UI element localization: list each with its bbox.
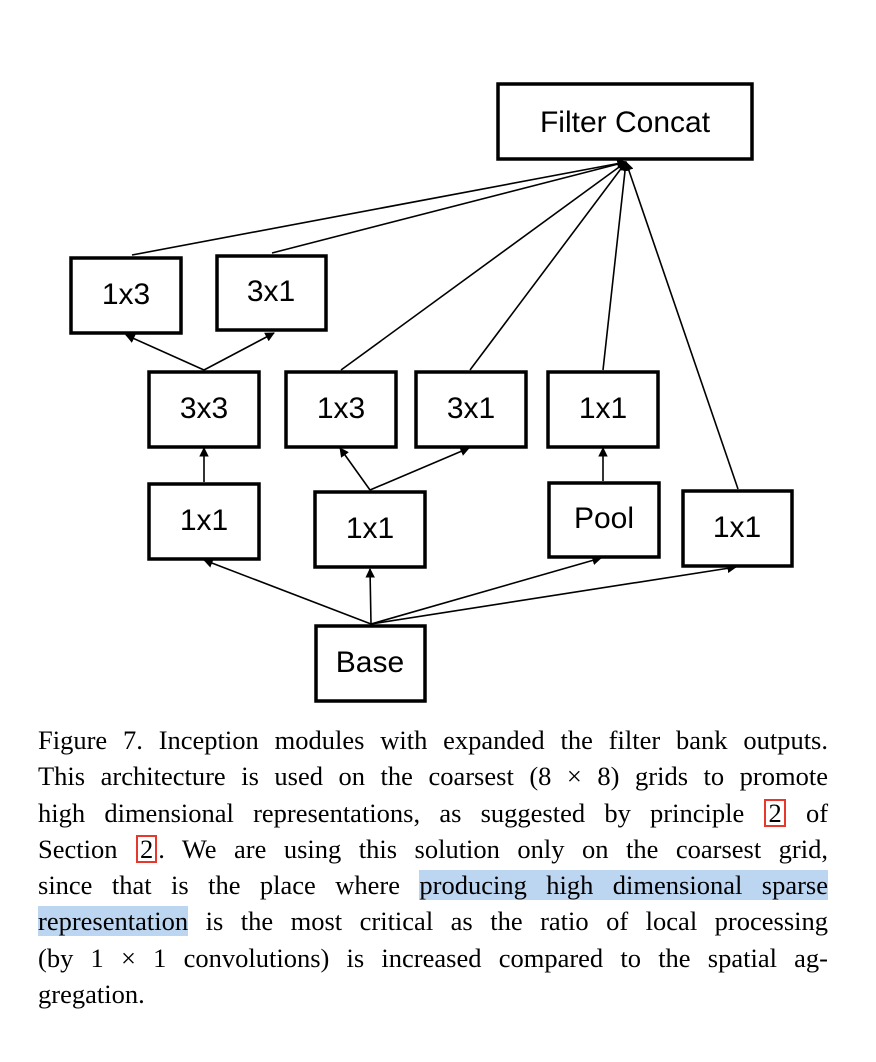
- node-top-1x3: 1x3: [69, 256, 183, 335]
- edge-mid3x1-concat: [469, 161, 627, 371]
- edge-3x3-top3x1: [203, 332, 275, 371]
- highlighted-text[interactable]: representation: [38, 906, 189, 937]
- node-top-3x1: 3x1: [215, 254, 328, 332]
- highlighted-text[interactable]: producing high dimensional sparse: [419, 870, 828, 901]
- node-mid-3x1: 3x1: [414, 370, 528, 449]
- edge-low1x1b-mid3x1: [369, 446, 470, 491]
- edge-low1x1c-concat: [624, 161, 739, 490]
- edge-top3x1-concat: [271, 159, 627, 254]
- caption-text: Section: [38, 833, 118, 864]
- caption-text: high dimensional representations, as sug…: [38, 797, 745, 828]
- node-label: 3x1: [447, 392, 495, 425]
- node-label: 1x1: [579, 392, 627, 425]
- edges-from-base: [203, 555, 737, 625]
- edge-3x3-top1x3: [125, 334, 205, 371]
- edge-base-pool: [370, 555, 602, 625]
- node-base: Base: [314, 624, 427, 703]
- node-label: Pool: [574, 502, 634, 535]
- node-low-1x1-a: 1x1: [147, 482, 261, 561]
- caption-line: representation is the most critical as t…: [38, 903, 828, 939]
- caption-line: Section 2. We are using this solution on…: [38, 831, 828, 867]
- edge-base-low1x1c: [370, 563, 737, 625]
- edges-to-concat: [131, 158, 739, 490]
- node-label: 3x1: [247, 275, 295, 308]
- caption-line: Figure 7. Inception modules with expande…: [38, 725, 828, 755]
- node-low-1x1-c: 1x1: [681, 489, 794, 568]
- node-low-1x1-b: 1x1: [313, 490, 427, 569]
- node-mid-3x3: 3x3: [147, 370, 261, 449]
- caption-text: . We are using this solution only on the…: [158, 833, 828, 864]
- node-label: 1x1: [346, 512, 394, 545]
- node-mid-1x3: 1x3: [284, 370, 398, 449]
- node-label: 1x1: [713, 511, 761, 544]
- edge-top1x3-concat: [131, 158, 627, 256]
- node-label: Filter Concat: [540, 106, 711, 139]
- caption-line: gregation.: [38, 979, 145, 1010]
- caption-text: of: [805, 797, 829, 828]
- node-filter-concat: Filter Concat: [496, 82, 754, 161]
- node-label: 1x3: [102, 278, 150, 311]
- edge-low1x1b-mid1x3: [339, 447, 371, 491]
- inception-module-diagram: Filter Concat 1x3 3x1 3x3 1x3 3x1 1x1 1x…: [69, 82, 794, 703]
- section-reference-link[interactable]: 2: [135, 834, 158, 863]
- edge-base-low1x1b: [365, 568, 375, 625]
- edge-mid1x3-concat: [340, 161, 627, 371]
- caption-line: This architecture is used on the coarses…: [38, 761, 828, 792]
- node-label: 1x3: [317, 392, 365, 425]
- edge-mid1x1-concat: [602, 161, 630, 371]
- caption-line: since that is the place where producing …: [38, 867, 828, 903]
- figure-caption: Figure 7. Inception modules with expande…: [38, 722, 828, 1012]
- edge-base-low1x1a: [203, 558, 372, 625]
- caption-text: since that is the place where: [38, 870, 400, 901]
- caption-line: high dimensional representations, as sug…: [38, 795, 828, 831]
- edges-3x3-split: [125, 332, 275, 371]
- caption-text: is the most critical as the ratio of loc…: [205, 906, 828, 937]
- section-reference-link[interactable]: 2: [764, 798, 786, 827]
- node-label: 3x3: [180, 392, 228, 425]
- node-label: 1x1: [180, 504, 228, 537]
- caption-line: (by 1 × 1 convolutions) is increased com…: [38, 942, 828, 973]
- node-label: Base: [336, 646, 404, 679]
- node-mid-1x1: 1x1: [546, 370, 660, 449]
- node-low-pool: Pool: [547, 481, 661, 559]
